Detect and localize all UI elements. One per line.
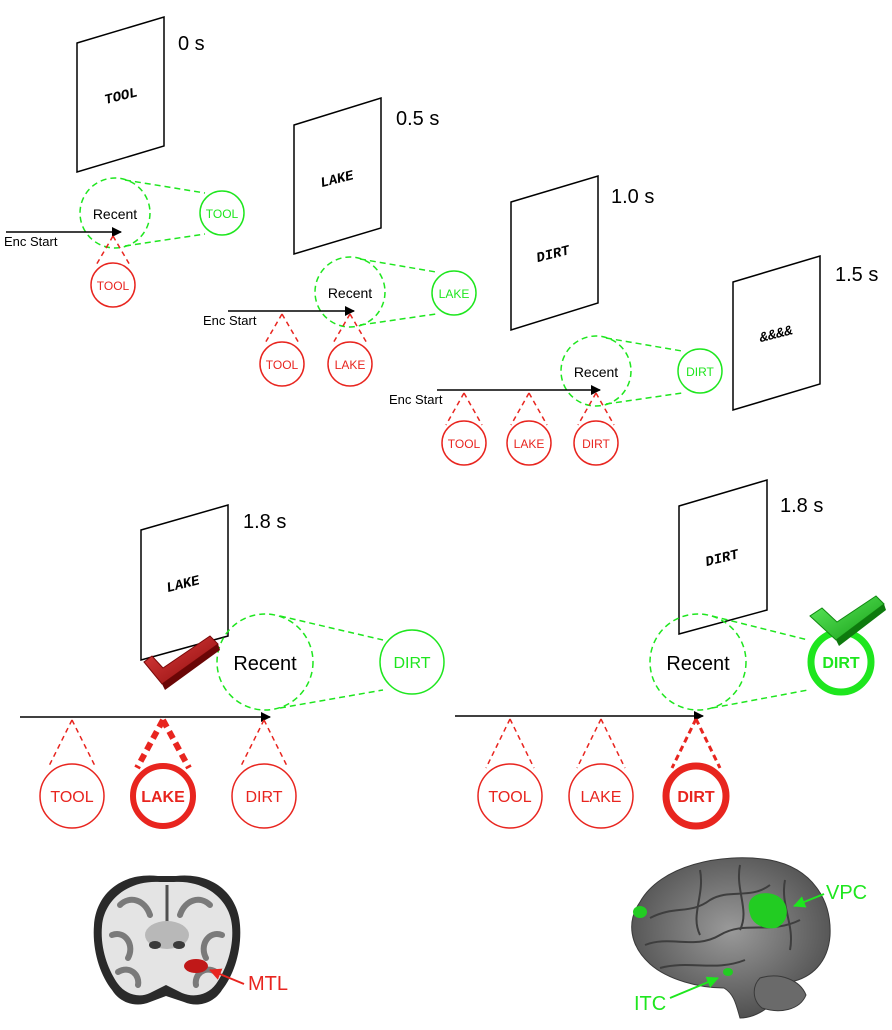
item-label-red-strong: DIRT: [677, 789, 715, 806]
item-label-red: LAKE: [514, 437, 545, 451]
stimulus-screen-4: [140, 504, 229, 661]
recent-label: Recent: [666, 653, 730, 675]
item-circle-red: [90, 262, 136, 308]
recent-label: Recent: [93, 206, 137, 222]
item-circle-green: [677, 348, 723, 394]
green-check-icon: [809, 595, 886, 646]
panel-18s-dirt: DIRT 1.8 s Recent DIRT TOOL LAKE DIRT: [455, 478, 886, 830]
item-label-red: TOOL: [488, 789, 531, 806]
stimulus-screen-1: [293, 96, 382, 256]
time-label-2: 1.0 s: [611, 186, 654, 208]
item-label-red: DIRT: [582, 437, 610, 451]
item-circle-red: [327, 341, 373, 387]
lateral-brain-image: [631, 857, 831, 1019]
item-circle-red-strong: [662, 762, 730, 830]
item-circle-red: [39, 763, 105, 829]
stimulus-screen-2: [510, 174, 599, 332]
item-circle-red: [506, 420, 552, 466]
item-circle-red: [573, 420, 619, 466]
stimulus-screen-0: [76, 15, 165, 174]
time-label-0: 0 s: [178, 33, 205, 55]
enc-start-label: Enc Start: [389, 392, 443, 407]
mtl-label: MTL: [248, 973, 288, 995]
item-label-green-retrieved: DIRT: [822, 655, 860, 672]
stimulus-screen-3: [732, 254, 821, 412]
time-label-5: 1.8 s: [780, 495, 823, 517]
item-circle-green: [431, 270, 477, 316]
recent-circle: [649, 613, 747, 711]
vpc-pointer: VPC: [793, 882, 867, 908]
panel-0s: TOOL 0 s Recent TOOL Enc Start TOOL: [4, 15, 245, 308]
itc-label: ITC: [634, 993, 666, 1015]
item-label-red: TOOL: [97, 279, 130, 293]
item-circle-red-retrieved: [130, 763, 196, 829]
enc-start-label: Enc Start: [4, 234, 58, 249]
item-label-green: DIRT: [393, 655, 430, 672]
item-circle-green: [379, 629, 445, 695]
item-label-green: TOOL: [206, 207, 239, 221]
time-label-3: 1.5 s: [835, 264, 878, 286]
mtl-pointer: MTL: [209, 968, 288, 995]
item-circle-red: [441, 420, 487, 466]
panel-15s: &&&& 1.5 s: [732, 254, 878, 412]
itc-pointer: ITC: [634, 976, 719, 1015]
enc-start-label: Enc Start: [203, 313, 257, 328]
item-label-red: TOOL: [448, 437, 481, 451]
recent-label: Recent: [328, 285, 372, 301]
time-label-1: 0.5 s: [396, 108, 439, 130]
item-label-green: LAKE: [439, 287, 470, 301]
panel-10s: DIRT 1.0 s Recent DIRT Enc Start TOOL LA…: [389, 174, 723, 466]
item-circle-red: [568, 763, 634, 829]
itc-activation: [723, 968, 733, 976]
recent-label: Recent: [233, 653, 297, 675]
mtl-activation: [184, 959, 208, 973]
item-circle-red: [231, 763, 297, 829]
panel-18s-lake: LAKE 1.8 s Recent DIRT TOOL LAKE DIRT: [20, 504, 445, 829]
item-label-green: DIRT: [686, 365, 714, 379]
item-label-red: LAKE: [335, 358, 366, 372]
vpc-activation: [748, 893, 787, 929]
item-label-red: LAKE: [581, 789, 622, 806]
item-circle-red: [477, 763, 543, 829]
recent-circle: [216, 613, 314, 711]
red-check-icon: [143, 635, 220, 690]
item-circle-red: [259, 341, 305, 387]
coronal-brain-image: [93, 875, 241, 1005]
item-label-red: DIRT: [245, 789, 282, 806]
item-circle-green: [199, 190, 245, 236]
recent-circle: [314, 256, 386, 328]
item-label-red-retrieved: LAKE: [141, 789, 185, 806]
recent-circle: [560, 335, 632, 407]
item-label-red: TOOL: [266, 358, 299, 372]
item-label-red: TOOL: [50, 789, 93, 806]
recent-label: Recent: [574, 364, 618, 380]
vpc-label: VPC: [826, 882, 867, 904]
stimulus-screen-5: [678, 478, 768, 635]
panel-05s: LAKE 0.5 s Recent LAKE Enc Start TOOL LA…: [203, 96, 477, 387]
time-label-4: 1.8 s: [243, 511, 286, 533]
stimulus-word-0: TOOL: [103, 85, 139, 109]
recent-circle: [79, 177, 151, 249]
